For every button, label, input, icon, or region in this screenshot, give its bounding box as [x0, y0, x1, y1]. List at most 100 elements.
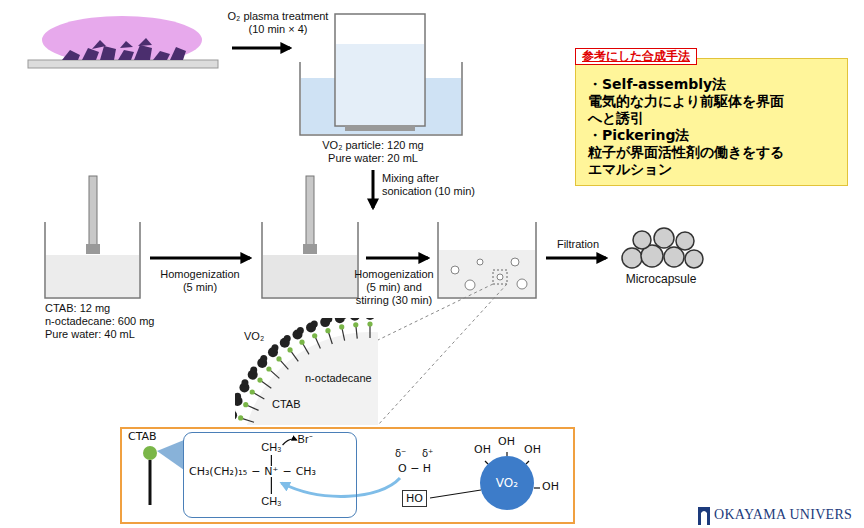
vo2-particle-symbol: [239, 383, 249, 393]
ctab-tail: [270, 370, 279, 378]
bond-line: [271, 455, 272, 466]
zoom-label: CTAB: [272, 398, 301, 411]
hydroxyl-label: OH: [524, 443, 541, 456]
ctab-head: [325, 328, 330, 333]
counterion-arrow: [283, 439, 297, 445]
ctab-tail: [248, 405, 259, 410]
vo2-particle-symbol: [235, 410, 237, 420]
vo2-particle-symbol: [260, 355, 267, 362]
reference-text: ・Pickering法: [588, 127, 793, 144]
vo2-particle-symbol: [271, 344, 278, 351]
ctab-head: [276, 356, 281, 361]
zoom-label: VO₂: [244, 330, 264, 343]
product-step: Microcapsule: [606, 272, 716, 286]
node-text: n-octadecane: 600 mg: [45, 315, 154, 328]
step-label: O₂ plasma treatment (10 min × 4): [222, 10, 334, 36]
vo2-particle-symbol: [235, 407, 236, 414]
vo2-particle-symbol: [268, 347, 278, 357]
ctab-head: [339, 324, 344, 329]
step-label: Homogenization (5 min) and stirring (30 …: [350, 268, 438, 307]
step-label: Filtration: [546, 238, 610, 251]
ctab-head: [238, 415, 243, 420]
hydroxyl-box: HO: [402, 490, 427, 507]
ctab-tail: [369, 326, 370, 338]
formula-part: −: [251, 465, 260, 478]
node-text: Pure water: 40 mL: [45, 328, 154, 341]
formula-part: CH₃(CH₂)₁₅: [189, 465, 247, 478]
ctab-molecule-box: CH₃(CH₂)₁₅−N⁺−CH₃CH₃Br⁻CH₃: [183, 432, 357, 518]
vo2-particle-symbol: [297, 327, 304, 334]
ctab-tail: [280, 360, 288, 369]
chem-text: CTAB: [128, 430, 157, 443]
reference-box: 参考にした合成手法・Self-assembly法電気的な力により前駆体を界面へと…: [575, 58, 848, 186]
vo2-particle: VO₂OHOHOHOH: [480, 456, 534, 510]
ctab-tail: [356, 327, 357, 339]
zoom-label: n-octadecane: [305, 372, 372, 385]
chem-text: δ⁻: [395, 447, 406, 460]
chem-text: O − H: [398, 462, 431, 475]
vo2-particle-symbol: [280, 338, 290, 348]
formula-part: CH₃: [261, 441, 281, 454]
bond-line: [271, 477, 272, 494]
reference-text: 電気的な力により前駆体を界面へと誘引: [588, 93, 793, 127]
ctab-head: [257, 377, 262, 382]
formula-part: Br⁻: [298, 433, 313, 446]
reference-header: 参考にした合成手法: [575, 48, 697, 65]
vo2-particle-symbol: [293, 329, 303, 339]
node-text: CTAB: 12 mg: [45, 302, 154, 315]
ctab-head: [312, 333, 317, 338]
vo2-particle-symbol: [235, 396, 243, 406]
vo2-particle-symbol: [257, 358, 267, 368]
chem-text: δ⁺: [422, 447, 433, 460]
node-text: Pure water: 20 mL: [318, 152, 428, 165]
reference-text: ・Self-assembly法: [588, 76, 793, 93]
ctab-head: [299, 340, 304, 345]
ctab-tail: [262, 381, 272, 388]
node-text: Microcapsule: [606, 272, 716, 286]
hydroxyl-label: OH: [498, 435, 515, 448]
beaker-step: VO₂ particle: 120 mgPure water: 20 mL: [318, 139, 428, 165]
vo2-particle-symbol: [335, 318, 345, 323]
step-label: Homogenization (5 min): [156, 268, 244, 294]
reference-text: 粒子が界面活性剤の働きをするエマルション: [588, 144, 793, 178]
node-text: VO₂ particle: 120 mg: [318, 139, 428, 152]
ctab-head: [266, 366, 271, 371]
vo2-particle-symbol: [250, 367, 257, 374]
vo2-particle-symbol: [306, 323, 316, 333]
step-label: Mixing after sonication (10 min): [382, 172, 482, 198]
beaker-step: CTAB: 12 mgn-octadecane: 600 mgPure wate…: [45, 302, 154, 341]
mechanism-box: CTABδ⁻δ⁺O − HCH₃(CH₂)₁₅−N⁺−CH₃CH₃Br⁻CH₃H…: [120, 427, 575, 524]
formula-part: CH₃: [261, 495, 281, 508]
ctab-head: [353, 322, 358, 327]
vo2-particle-symbol: [248, 370, 258, 380]
formula-part: −: [282, 465, 291, 478]
vo2-particle-symbol: [325, 318, 332, 322]
ctab-head: [250, 389, 255, 394]
hydroxyl-label: OH: [542, 480, 559, 493]
node-text: HO: [406, 492, 423, 505]
vo2-particle-symbol: [350, 318, 360, 321]
logo-text: OKAYAMA UNIVERS: [714, 507, 852, 523]
ctab-tail: [342, 329, 344, 341]
vo2-particle-symbol: [241, 379, 248, 386]
vo2-particle-symbol: [365, 318, 375, 320]
ctab-tail: [315, 338, 320, 349]
ctab-head: [367, 321, 372, 326]
ctab-tail: [329, 333, 333, 344]
vo2-particle-symbol: [311, 320, 318, 327]
formula-part: N⁺: [264, 465, 278, 478]
ctab-head: [243, 402, 248, 407]
vo2-particle-symbol: [284, 335, 291, 342]
vo2-particle-symbol: [235, 393, 241, 400]
attraction-arrow: [281, 478, 400, 496]
formula-row: CH₃(CH₂)₁₅−N⁺−CH₃: [189, 465, 316, 478]
ctab-tail: [303, 344, 309, 354]
ctab-tail: [254, 393, 264, 399]
vo2-particle-symbol: [340, 318, 347, 319]
ctab-tail: [243, 419, 254, 423]
ctab-head: [287, 347, 292, 352]
particle-label: VO₂: [480, 456, 534, 510]
formula-part: CH₃: [296, 465, 316, 478]
hydroxyl-label: OH: [474, 443, 491, 456]
